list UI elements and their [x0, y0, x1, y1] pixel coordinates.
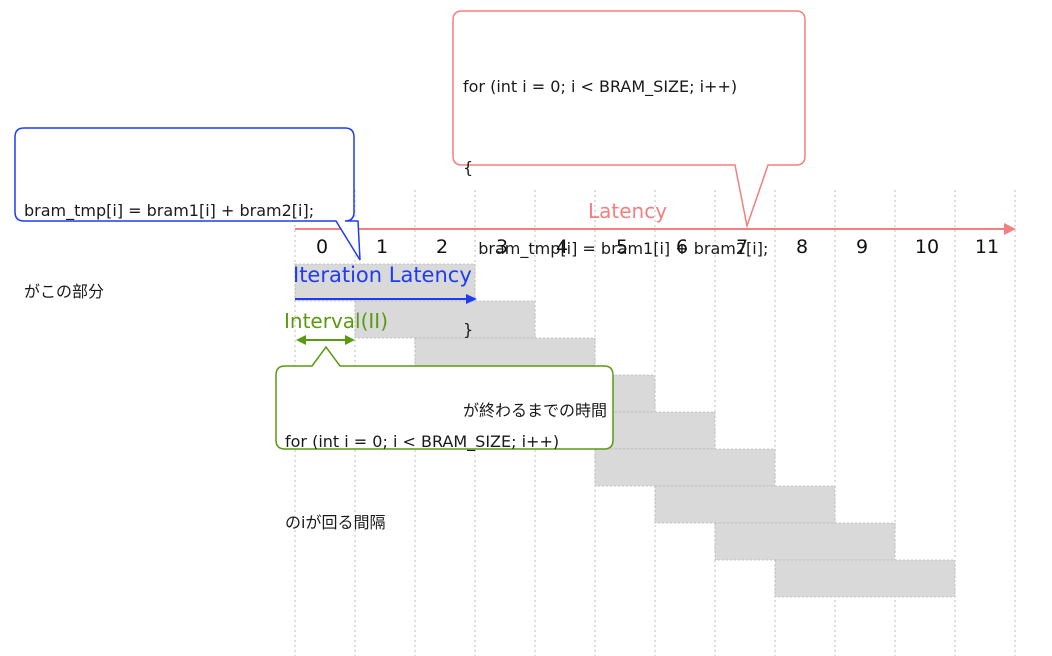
loop-code-line: bram_tmp[i] = bram1[i] + bram2[i];	[463, 239, 769, 258]
time-tick-label: 0	[315, 236, 329, 258]
interval-line: のiが回る間隔	[285, 513, 386, 532]
iteration-block	[354, 300, 536, 339]
loop-code-line: }	[463, 320, 474, 339]
time-tick-label: 7	[735, 236, 749, 258]
time-tick-label: 5	[615, 236, 629, 258]
iteration-latency-label: Iteration Latency	[293, 263, 472, 287]
iteration-block	[594, 448, 776, 487]
latency-label: Latency	[588, 199, 668, 223]
interval-callout	[275, 345, 614, 450]
loop-code-callout	[452, 10, 806, 229]
latency-arrow	[295, 223, 1016, 235]
iteration-block	[654, 485, 836, 524]
time-tick-label: 4	[555, 236, 569, 258]
interval-label: Interval(II)	[284, 309, 388, 333]
time-tick-label: 11	[974, 236, 1000, 258]
iteration-block	[294, 263, 476, 302]
loop-code-line: for (int i = 0; i < BRAM_SIZE; i++)	[463, 77, 738, 96]
loop-code-line: が終わるまでの時間	[463, 401, 608, 420]
loop-code-line: {	[463, 158, 474, 177]
interval-callout-text: for (int i = 0; i < BRAM_SIZE; i++) のiが回…	[285, 374, 559, 563]
loop-code-callout-text: for (int i = 0; i < BRAM_SIZE; i++) { br…	[463, 19, 768, 451]
iteration-block	[774, 559, 956, 598]
iteration-latency-arrow	[295, 294, 477, 304]
body-part-callout	[14, 127, 361, 261]
time-tick-label: 9	[855, 236, 869, 258]
time-tick-label: 8	[795, 236, 809, 258]
body-part-line: bram_tmp[i] = bram1[i] + bram2[i];	[24, 201, 315, 220]
time-tick-label: 2	[435, 236, 449, 258]
time-tick-label: 6	[675, 236, 689, 258]
time-tick-label: 10	[914, 236, 940, 258]
body-part-callout-text: bram_tmp[i] = bram1[i] + bram2[i]; がこの部分	[24, 143, 314, 332]
time-tick-label: 3	[495, 236, 509, 258]
interval-line: for (int i = 0; i < BRAM_SIZE; i++)	[285, 432, 560, 451]
body-part-line: がこの部分	[24, 282, 105, 301]
interval-arrow	[296, 335, 355, 345]
time-tick-label: 1	[375, 236, 389, 258]
iteration-block	[714, 522, 896, 561]
